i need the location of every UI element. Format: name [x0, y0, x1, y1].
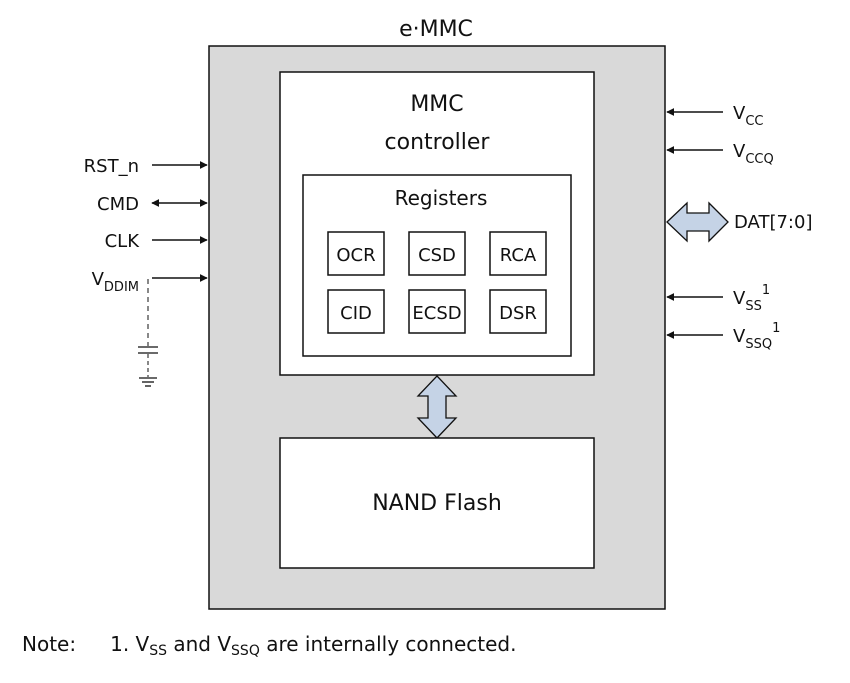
register-dsr: DSR — [489, 289, 547, 334]
svg-text:CID: CID — [340, 303, 372, 324]
register-ecsd: ECSD — [408, 289, 466, 334]
nand-flash-label: NAND Flash — [372, 491, 502, 516]
signal-vss: VSS1 — [666, 283, 770, 314]
signal-dat-bus: DAT[7:0] — [666, 201, 812, 243]
controller-title-line1: MMC — [410, 92, 463, 117]
svg-text:VDDIM: VDDIM — [92, 269, 139, 295]
signal-vcc: VCC — [666, 103, 763, 129]
nand-flash-box — [279, 437, 595, 569]
signal-cmd: CMD — [97, 194, 208, 215]
svg-text:VCCQ: VCCQ — [733, 141, 774, 167]
chip-title: e·MMC — [399, 17, 473, 42]
svg-text:VSS1: VSS1 — [733, 283, 770, 314]
footnote: Note: 1. VSS and VSSQ are internally conn… — [22, 632, 516, 659]
controller-title-line2: controller — [385, 130, 491, 155]
svg-text:RCA: RCA — [500, 245, 537, 266]
vddim-capacitor-ground — [138, 279, 158, 387]
svg-text:ECSD: ECSD — [412, 303, 461, 324]
register-csd: CSD — [408, 231, 466, 276]
svg-text:CLK: CLK — [105, 231, 141, 252]
svg-text:DSR: DSR — [499, 303, 537, 324]
signal-clk: CLK — [105, 231, 208, 252]
note-number: 1. — [110, 632, 130, 656]
register-rca: RCA — [489, 231, 547, 276]
note-label: Note: — [22, 632, 77, 656]
register-ocr: OCR — [327, 231, 385, 276]
signal-vddim: VDDIM — [92, 269, 208, 295]
signal-vccq: VCCQ — [666, 141, 774, 167]
svg-text:CMD: CMD — [97, 194, 139, 215]
signal-vssq: VSSQ1 — [666, 321, 780, 352]
register-cid: CID — [327, 289, 385, 334]
note-text: VSS and VSSQ are internally connected. — [135, 632, 517, 659]
svg-text:DAT[7:0]: DAT[7:0] — [734, 212, 812, 233]
svg-text:VSSQ1: VSSQ1 — [733, 321, 780, 352]
svg-text:RST_n: RST_n — [84, 156, 139, 177]
signal-rst-n: RST_n — [84, 156, 208, 177]
svg-text:CSD: CSD — [418, 245, 456, 266]
registers-title: Registers — [395, 186, 488, 210]
svg-text:VCC: VCC — [733, 103, 763, 129]
svg-text:OCR: OCR — [336, 245, 375, 266]
